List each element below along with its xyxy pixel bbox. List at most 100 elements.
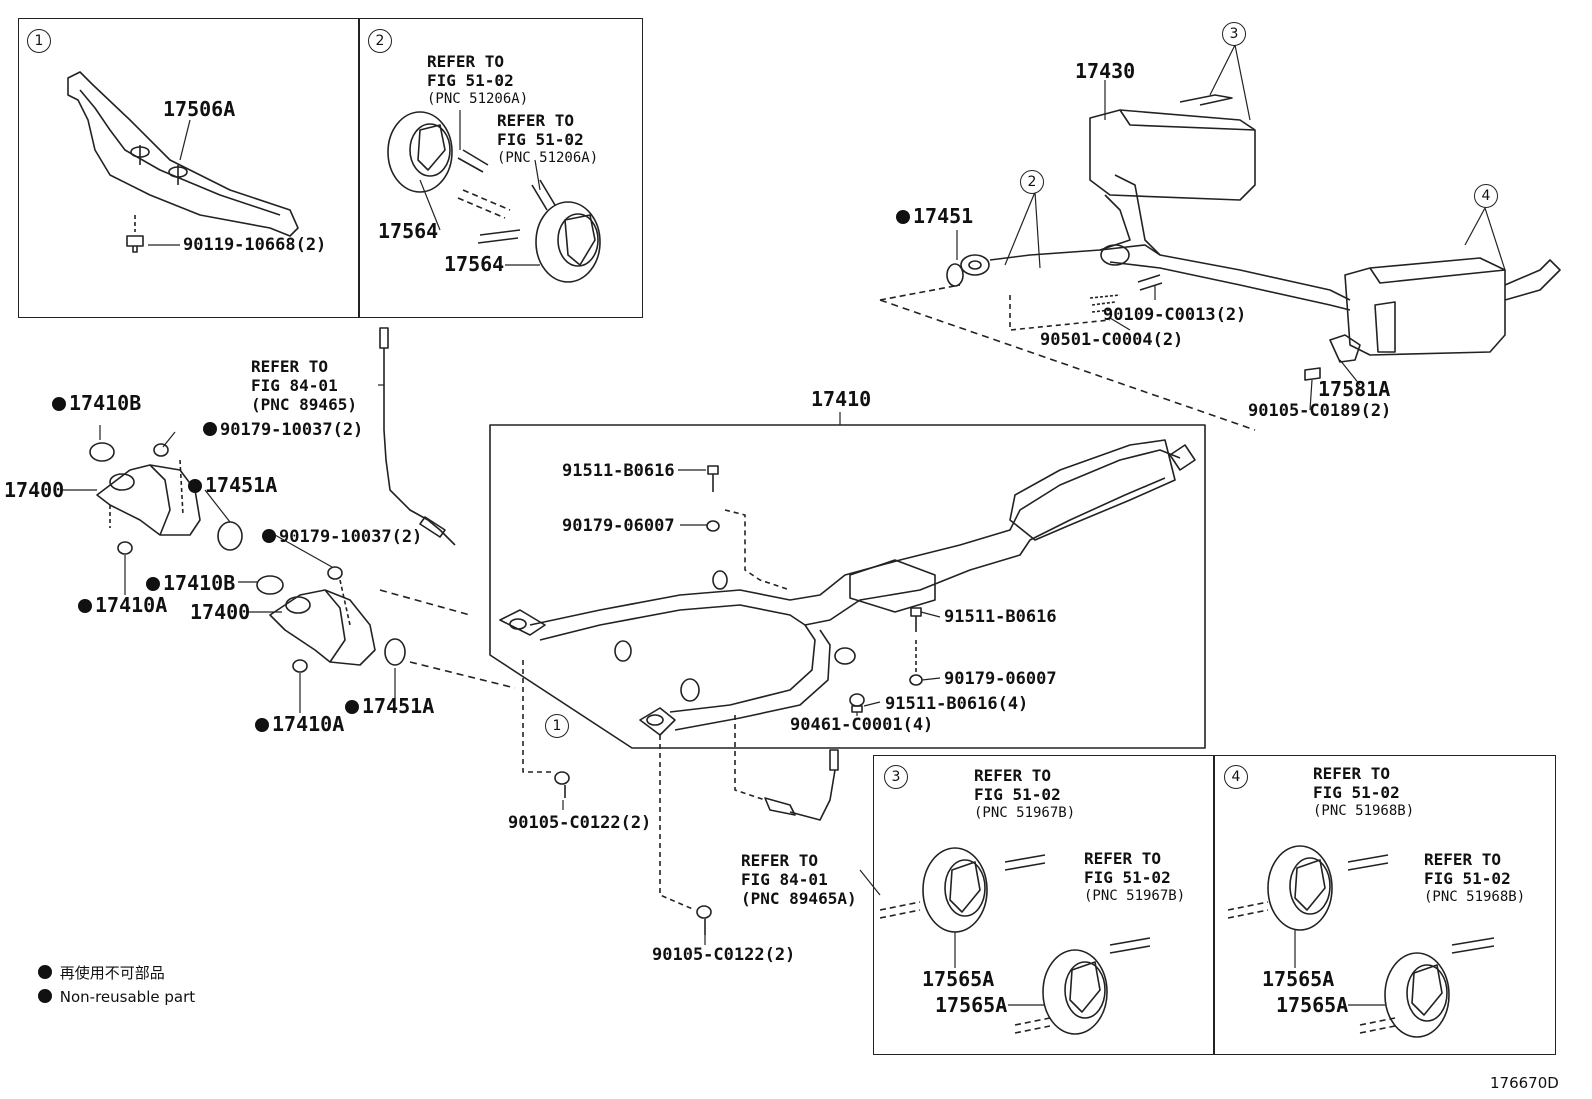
part-17410a-label-1[interactable]: 17410A [78, 593, 168, 617]
oxygen-sensor-top-drawing [379, 327, 456, 546]
legend-dot [38, 989, 52, 1003]
refer-pnc: (PNC 51206A) [497, 150, 599, 166]
part-90105-c0122-label-1[interactable]: 90105-C0122(2) [508, 813, 652, 833]
part-17564-label-b[interactable]: 17564 [444, 252, 505, 276]
non-reusable-dot [203, 422, 217, 436]
part-text: 17451A [362, 694, 435, 718]
assembly-17410-frame [489, 424, 1206, 749]
part-text: 17410A [272, 712, 345, 736]
refer-line2: FIG 51-02 [1313, 783, 1400, 802]
part-17565a-label-4a[interactable]: 17565A [1262, 967, 1335, 991]
callout-2-circle: 2 [368, 29, 392, 53]
part-17506a-label[interactable]: 17506A [163, 97, 236, 121]
tailpipe-muffler-drawing [879, 94, 1561, 431]
refer-line2: FIG 51-02 [427, 71, 514, 90]
refer-line2: FIG 84-01 [741, 870, 828, 889]
refer-line1: REFER TO [251, 357, 329, 376]
legend-japanese: 再使用不可部品 [38, 962, 165, 983]
part-text: 90179-10037(2) [279, 527, 423, 547]
legend-english: Non-reusable part [38, 988, 195, 1006]
hangers-17564-drawing [387, 111, 601, 283]
refer-pnc: (PNC 51967B) [1084, 888, 1186, 904]
refer-pnc: (PNC 51206A) [427, 91, 529, 107]
part-90105-c0189-label[interactable]: 90105-C0189(2) [1248, 401, 1392, 421]
callout-4-upper: 4 [1474, 184, 1498, 208]
part-90179-06007-label-1[interactable]: 90179-06007 [562, 516, 675, 536]
part-90179-10037-label-1[interactable]: 90179-10037(2) [203, 421, 363, 439]
refer-line1: REFER TO [974, 766, 1052, 785]
part-91511-b0616-4-label[interactable]: 91511-B0616(4) [885, 694, 1029, 714]
inset-4-frame [1213, 755, 1556, 1055]
part-90179-10037-label-2[interactable]: 90179-10037(2) [262, 528, 422, 546]
part-17410b-label-2[interactable]: 17410B [146, 571, 236, 595]
part-90109-c0013-label[interactable]: 90109-C0013(2) [1103, 305, 1247, 325]
refer-pnc: (PNC 51968B) [1313, 803, 1415, 819]
refer-pnc: (PNC 51967B) [974, 805, 1076, 821]
part-17410-label[interactable]: 17410 [811, 387, 872, 411]
non-reusable-dot [345, 700, 359, 714]
part-17565a-label-4b[interactable]: 17565A [1276, 993, 1349, 1017]
part-91511-b0616-label-2[interactable]: 91511-B0616 [944, 607, 1057, 627]
refer-line1: REFER TO [1084, 849, 1162, 868]
callout-1-circle: 1 [27, 29, 51, 53]
refer-line1: REFER TO [497, 111, 575, 130]
part-17410b-label-1[interactable]: 17410B [52, 391, 142, 415]
part-17564-label-a[interactable]: 17564 [378, 219, 439, 243]
refer-line1: REFER TO [741, 851, 819, 870]
part-17581a-label[interactable]: 17581A [1318, 377, 1391, 401]
callout-3-circle: 3 [884, 765, 908, 789]
part-17565a-label-3b[interactable]: 17565A [935, 993, 1008, 1017]
non-reusable-dot [262, 529, 276, 543]
part-17400-label-2[interactable]: 17400 [190, 600, 251, 624]
part-90461-c0001-label[interactable]: 90461-C0001(4) [790, 715, 934, 735]
non-reusable-dot [52, 397, 66, 411]
refer-line2: FIG 51-02 [1084, 868, 1171, 887]
callout-1-lower: 1 [545, 714, 569, 738]
part-91511-b0616-label-1[interactable]: 91511-B0616 [562, 461, 675, 481]
hangers-17565a-inset4-drawing [1227, 845, 1495, 1038]
refer-line1: REFER TO [1313, 764, 1391, 783]
part-17565a-label-3a[interactable]: 17565A [922, 967, 995, 991]
part-90179-06007-label-2[interactable]: 90179-06007 [944, 669, 1057, 689]
part-17451a-label-2[interactable]: 17451A [345, 694, 435, 718]
legend-en-text: Non-reusable part [59, 988, 196, 1006]
refer-line3: (PNC 89465) [251, 395, 357, 414]
part-text: 17410B [69, 391, 142, 415]
non-reusable-dot [896, 210, 910, 224]
callout-4-circle: 4 [1224, 765, 1248, 789]
part-90119-10668-label[interactable]: 90119-10668(2) [183, 235, 327, 255]
part-90105-c0122-label-2[interactable]: 90105-C0122(2) [652, 945, 796, 965]
part-text: 17410B [163, 571, 236, 595]
callout-3-upper: 3 [1222, 22, 1246, 46]
part-text: 17410A [95, 593, 168, 617]
refer-line2: FIG 51-02 [1424, 869, 1511, 888]
refer-line1: REFER TO [1424, 850, 1502, 869]
refer-line3: (PNC 89465A) [741, 889, 857, 908]
part-17451a-label-1[interactable]: 17451A [188, 475, 277, 495]
bracket-17506a-drawing [67, 71, 299, 253]
refer-line2: FIG 51-02 [974, 785, 1061, 804]
legend-dot [38, 965, 52, 979]
part-90501-c0004-label[interactable]: 90501-C0004(2) [1040, 330, 1184, 350]
non-reusable-dot [146, 577, 160, 591]
part-17410a-label-2[interactable]: 17410A [255, 712, 345, 736]
refer-line2: FIG 51-02 [497, 130, 584, 149]
part-17451-text: 17451 [913, 204, 974, 228]
part-17451-label[interactable]: 17451 [896, 204, 974, 228]
non-reusable-dot [188, 479, 202, 493]
lower-hardware-drawing [522, 660, 839, 935]
part-17430-label[interactable]: 17430 [1075, 59, 1136, 83]
inset-3-frame [873, 755, 1215, 1055]
refer-pnc: (PNC 51968B) [1424, 889, 1526, 905]
part-17400-label-1[interactable]: 17400 [4, 478, 65, 502]
exhaust-pipe-17410-drawing [499, 439, 1196, 736]
